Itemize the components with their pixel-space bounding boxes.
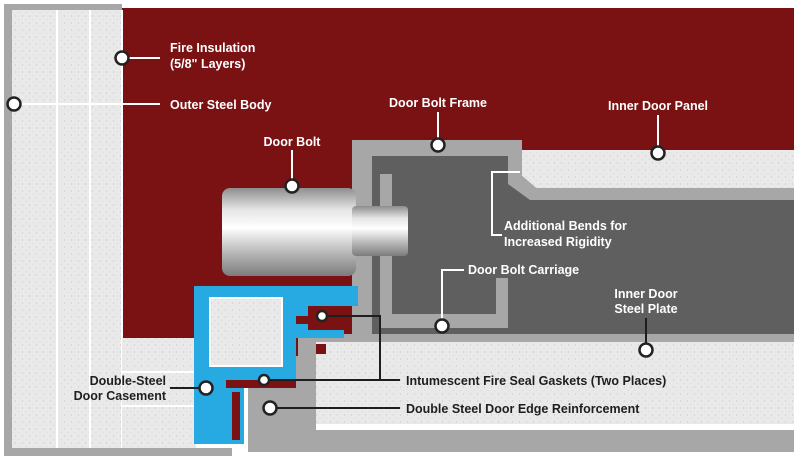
leader-lines-light (14, 57, 659, 326)
label-outer-steel-body: Outer Steel Body (170, 98, 271, 112)
inner-door-steel-plate (298, 340, 794, 424)
label-additional-bends-line2: Increased Rigidity (504, 235, 612, 249)
label-double-steel-casement-line1: Double-Steel (90, 374, 166, 388)
casement-insulation (122, 338, 196, 448)
callout-dots (6, 50, 666, 416)
inner-door-panel (522, 150, 794, 188)
inner-dark-steel (372, 156, 794, 334)
label-inner-door-panel: Inner Door Panel (608, 99, 708, 113)
label-double-steel-casement-line2: Door Casement (74, 389, 167, 403)
door-edge-reinforcement (248, 356, 794, 452)
label-fire-insulation-line1: Fire Insulation (170, 41, 255, 55)
fire-insulation-layers (12, 10, 123, 448)
label-intumescent-gaskets: Intumescent Fire Seal Gaskets (Two Place… (406, 374, 666, 388)
label-inner-door-steel-plate-line2: Steel Plate (614, 302, 677, 316)
label-edge-reinforcement: Double Steel Door Edge Reinforcement (406, 402, 640, 416)
door-bolt (222, 188, 408, 276)
label-door-bolt-frame: Door Bolt Frame (389, 96, 487, 110)
label-additional-bends-line1: Additional Bends for (504, 219, 627, 233)
label-door-bolt-carriage: Door Bolt Carriage (468, 263, 579, 277)
casement-inner-insulation (209, 297, 283, 367)
label-fire-insulation-line2: (5/8" Layers) (170, 57, 245, 71)
label-inner-door-steel-plate-line1: Inner Door (614, 287, 677, 301)
label-door-bolt: Door Bolt (264, 135, 322, 149)
